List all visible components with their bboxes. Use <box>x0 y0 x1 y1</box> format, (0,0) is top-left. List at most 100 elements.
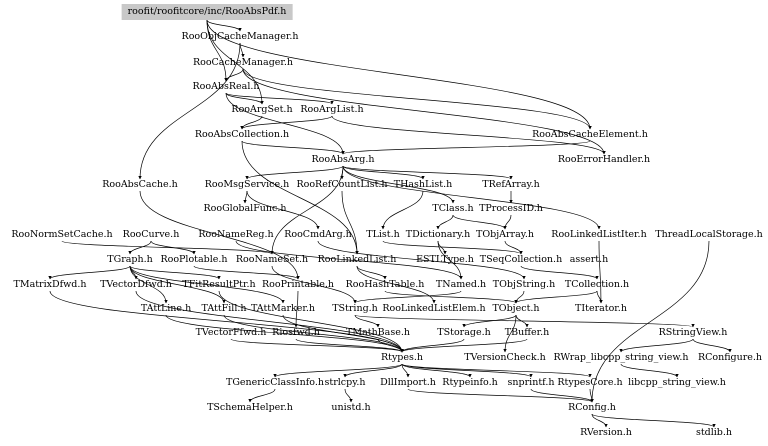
dependency-edge <box>503 214 512 230</box>
node-tmatrixdfwd[interactable]: TMatrixDfwd.h <box>13 279 87 290</box>
node-rconfigure[interactable]: RConfigure.h <box>697 352 763 363</box>
dependency-edge <box>242 68 606 155</box>
node-rooglobalfunc[interactable]: RooGlobalFunc.h <box>203 203 287 214</box>
dependency-edge <box>230 338 404 353</box>
node-roolinkedlistelem[interactable]: RooLinkedListElem.h <box>382 303 486 314</box>
node-rstringview[interactable]: RStringView.h <box>658 327 728 338</box>
node-tversioncheck[interactable]: TVersionCheck.h <box>464 352 546 363</box>
node-rooabscacheelement[interactable]: RooAbsCacheElement.h <box>532 129 648 140</box>
dependency-edge <box>273 363 403 378</box>
node-tdictionary[interactable]: TDictionary.h <box>405 229 471 240</box>
dependency-edge <box>620 363 679 378</box>
node-roorefcountlist[interactable]: RooRefCountList.h <box>296 179 388 190</box>
node-rooabscache[interactable]: RooAbsCache.h <box>102 179 178 190</box>
dependency-edge <box>206 19 228 82</box>
node-rwrap-libcpp-string-view[interactable]: RWrap_libcpp_string_view.h <box>553 352 689 363</box>
node-trefarray[interactable]: TRefArray.h <box>482 179 540 190</box>
node-roohashtable[interactable]: RooHashTable.h <box>345 279 425 290</box>
node-strlcpy[interactable]: strlcpy.h <box>324 377 366 388</box>
dependency-edge <box>61 240 274 255</box>
node-tschemahelper[interactable]: TSchemaHelper.h <box>207 402 293 413</box>
node-rtypescore[interactable]: RtypesCore.h <box>557 377 623 388</box>
node-rversion[interactable]: RVersion.h <box>580 427 632 438</box>
node-rooargset[interactable]: RooArgSet.h <box>231 104 293 115</box>
node-roocmdarg[interactable]: RooCmdArg.h <box>284 229 352 240</box>
node-riosfwd[interactable]: Riosfwd.h <box>272 327 320 338</box>
node-libcpp-string-view[interactable]: libcpp_string_view.h <box>628 377 726 388</box>
node-estltype[interactable]: ESTLType.h <box>416 254 474 265</box>
node-roonameset[interactable]: RooNameSet.h <box>235 254 309 265</box>
node-threadlocalstorage[interactable]: ThreadLocalStorage.h <box>655 229 763 240</box>
dependency-edge <box>400 338 528 353</box>
node-rtypes[interactable]: Rtypes.h <box>380 352 424 363</box>
node-tcollection[interactable]: TCollection.h <box>564 279 630 290</box>
node-rooobjcachemanager[interactable]: RooObjCacheManager.h <box>181 31 299 42</box>
node-stdlib[interactable]: stdlib.h <box>695 427 733 438</box>
dependency-edge <box>692 338 732 353</box>
dependency-edge <box>596 290 603 304</box>
node-rooabsreal[interactable]: RooAbsReal.h <box>192 81 260 92</box>
dependency-edge <box>241 140 345 155</box>
node-rooarglist[interactable]: RooArgList.h <box>300 104 364 115</box>
dependency-edge <box>224 68 244 82</box>
node-rooplotable[interactable]: RooPlotable.h <box>160 254 228 265</box>
dependency-edge <box>401 363 410 378</box>
node-tattline[interactable]: TAttLine.h <box>140 303 192 314</box>
dependency-edge <box>135 290 404 353</box>
dependency-edge <box>353 290 462 304</box>
node-roolinkedlistiter[interactable]: RooLinkedListIter.h <box>551 229 647 240</box>
node-tprocessid[interactable]: TProcessID.h <box>479 203 543 214</box>
node-tfitresultptr[interactable]: TFitResultPtr.h <box>182 279 256 290</box>
node-rooabscollection[interactable]: RooAbsCollection.h <box>194 129 290 140</box>
node-tobjstring[interactable]: TObjString.h <box>492 279 556 290</box>
node-tclass[interactable]: TClass.h <box>432 203 474 214</box>
dependency-edge <box>591 413 716 428</box>
node-tlist[interactable]: TList.h <box>366 229 400 240</box>
node-tseqcollection[interactable]: TSeqCollection.h <box>479 254 563 265</box>
node-tobject[interactable]: TObject.h <box>492 303 540 314</box>
node-tstring[interactable]: TString.h <box>332 303 378 314</box>
node-assert[interactable]: assert.h <box>569 254 609 265</box>
node-tvectorffwd[interactable]: TVectorFfwd.h <box>195 327 267 338</box>
node-roocurve[interactable]: RooCurve.h <box>122 229 180 240</box>
node-roomsgservice[interactable]: RooMsgService.h <box>204 179 290 190</box>
node-rooerrorhandler[interactable]: RooErrorHandler.h <box>557 154 651 165</box>
node-roonamereg[interactable]: RooNameReg.h <box>198 229 274 240</box>
node-unistd[interactable]: unistd.h <box>331 402 371 413</box>
node-tobjarray[interactable]: TObjArray.h <box>475 229 535 240</box>
node-tvectordfwd[interactable]: TVectorDfwd.h <box>100 279 172 290</box>
node-root-file[interactable]: roofit/roofitcore/inc/RooAbsPdf.h <box>121 4 293 20</box>
node-thashlist[interactable]: THashList.h <box>393 179 453 190</box>
node-tnamed[interactable]: TNamed.h <box>435 279 487 290</box>
node-tattmarker[interactable]: TAttMarker.h <box>250 303 316 314</box>
node-titerator[interactable]: TIterator.h <box>575 303 627 314</box>
node-tstorage[interactable]: TStorage.h <box>437 327 491 338</box>
node-tgraph[interactable]: TGraph.h <box>107 254 153 265</box>
dependency-edge <box>341 190 359 255</box>
node-rooabsarg[interactable]: RooAbsArg.h <box>311 154 375 165</box>
dependency-edge <box>437 240 447 255</box>
node-roonormsetcache[interactable]: RooNormSetCache.h <box>11 229 113 240</box>
node-tbuffer[interactable]: TBuffer.h <box>504 327 550 338</box>
node-rtypeinfo[interactable]: Rtypeinfo.h <box>442 377 498 388</box>
node-rooprintable[interactable]: RooPrintable.h <box>261 279 335 290</box>
dependency-edge <box>452 214 507 230</box>
dependency-edge <box>504 240 523 255</box>
dependency-edge <box>356 265 387 280</box>
dependency-edge <box>401 363 472 378</box>
node-rconfig[interactable]: RConfig.h <box>568 402 616 413</box>
node-snprintf[interactable]: snprintf.h <box>507 377 555 388</box>
dependency-edge <box>619 338 694 353</box>
node-roolinkedlist[interactable]: RooLinkedList.h <box>317 254 397 265</box>
dependency-edge <box>514 290 598 304</box>
node-dllimport[interactable]: DllImport.h <box>380 377 436 388</box>
dependency-edge <box>225 92 264 105</box>
dependency-edge <box>317 240 526 280</box>
node-tmathbase[interactable]: TMathBase.h <box>346 327 410 338</box>
node-roocachemanager[interactable]: RooCacheManager.h <box>192 57 294 68</box>
node-tgenericclassinfo[interactable]: TGenericClassInfo.h <box>226 377 324 388</box>
dependency-edge <box>150 240 196 255</box>
node-tattfill[interactable]: TAttFill.h <box>201 303 247 314</box>
dependency-edge <box>218 290 404 353</box>
dependency-edge <box>342 165 601 230</box>
